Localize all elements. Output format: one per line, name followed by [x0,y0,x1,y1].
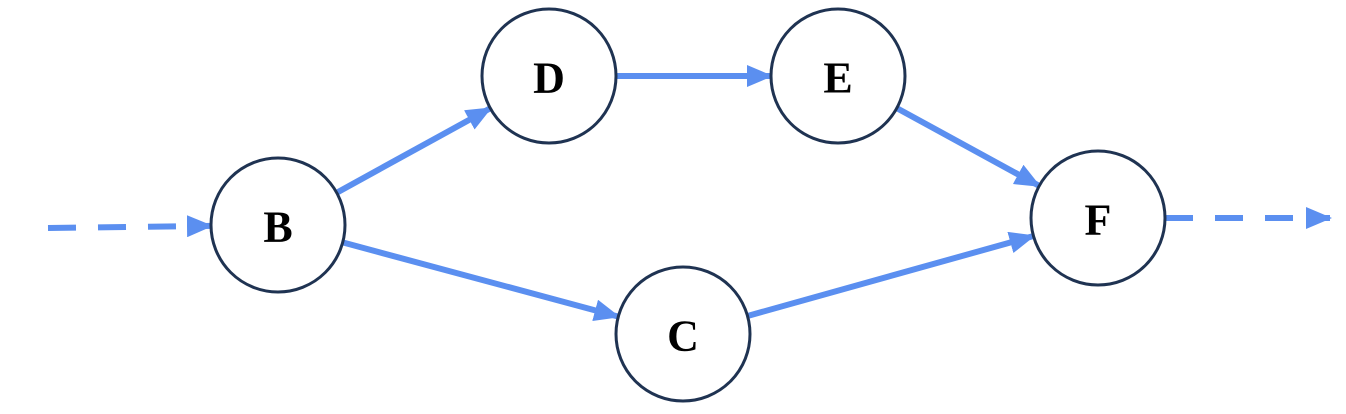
node-c-label: C [667,312,699,361]
node-b-circle [209,156,347,294]
node-e-label: E [823,54,852,103]
node-e: E [769,7,907,145]
node-b-label: B [263,203,292,252]
edge-in-to-b-arrow [47,215,213,238]
edge-b-to-c-arrow [341,239,621,321]
node-d-circle [480,7,618,145]
edge-e-to-f-arrow [895,105,1041,189]
node-f-label: F [1085,196,1112,245]
edge-c-to-f-arrow [746,231,1036,319]
node-f: F [1029,149,1167,287]
node-c-circle [614,265,752,403]
node-c: C [614,265,752,403]
node-b: B [209,156,347,294]
node-d: D [480,7,618,145]
node-d-label: D [533,54,565,103]
node-f-circle [1029,149,1167,287]
node-e-circle [769,7,907,145]
nodes: B C D E F [209,7,1167,403]
edges [47,65,1332,321]
edge-b-to-d-arrow [335,105,493,196]
